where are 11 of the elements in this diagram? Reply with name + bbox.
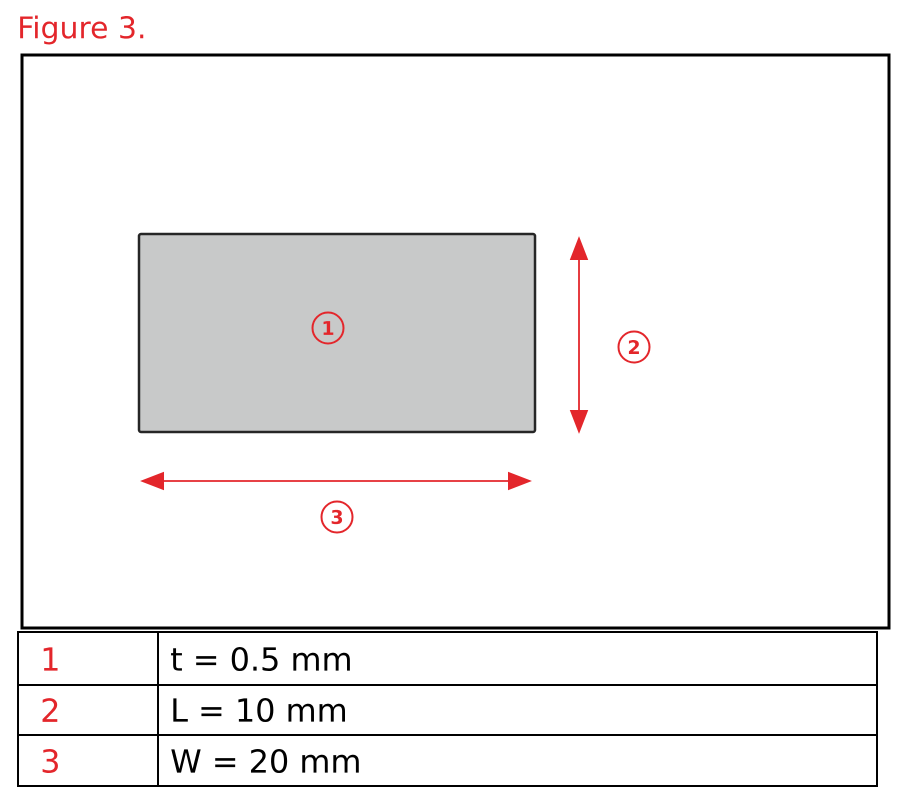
dimension-value: W = 20 mm — [171, 748, 359, 774]
part-rectangle — [138, 232, 536, 434]
figure-title: Figure 3. — [20, 16, 144, 44]
row-number: 1 — [44, 647, 58, 671]
row-number: 3 — [42, 748, 58, 774]
callout-number: 3 — [320, 500, 354, 534]
dimension-value: L = 10 mm — [173, 698, 345, 722]
callout-number: 2 — [618, 330, 650, 364]
callout-number: 1 — [312, 312, 344, 344]
row-number: 2 — [42, 698, 58, 722]
dimension-value: t = 0.5 mm — [171, 646, 350, 672]
